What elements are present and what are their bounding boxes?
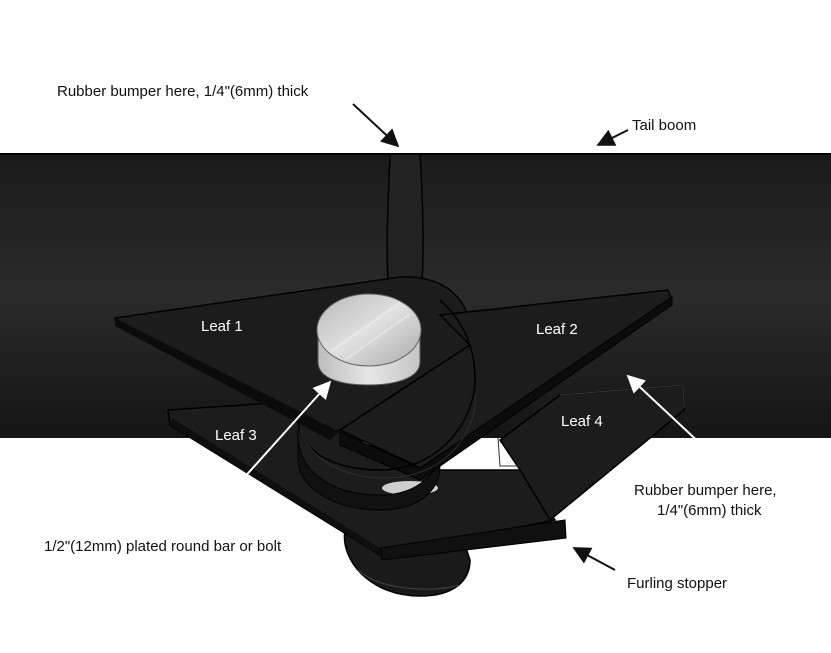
callout-round-bar: 1/2"(12mm) plated round bar or bolt [44,538,282,555]
arrow-tail-boom [596,129,629,146]
callout-bumper-right-line2: 1/4"(6mm) thick [657,502,762,519]
round-bar-pin-top [316,293,422,367]
callout-tail-boom: Tail boom [632,117,696,134]
rubber-bumper-band [386,153,424,283]
arrow-bumper-top [352,103,400,148]
leaf-3-label: Leaf 3 [215,427,257,444]
furling-stopper-plate [379,519,567,561]
arrow-furling-stopper [572,547,616,571]
arrow-bumper-right [626,374,737,478]
arrow-round-bar [196,380,332,531]
leaf-1-label: Leaf 1 [201,318,243,335]
leaf-2-label: Leaf 2 [536,321,578,338]
upper-knuckle [297,299,476,471]
callout-bumper-top: Rubber bumper here, 1/4"(6mm) thick [57,83,309,100]
callout-bumper-right-line1: Rubber bumper here, [634,482,777,499]
upper-leaves [114,276,673,481]
lower-leaves [167,384,685,597]
leaf-4-label: Leaf 4 [561,413,603,430]
callout-furling-stopper: Furling stopper [627,575,727,592]
